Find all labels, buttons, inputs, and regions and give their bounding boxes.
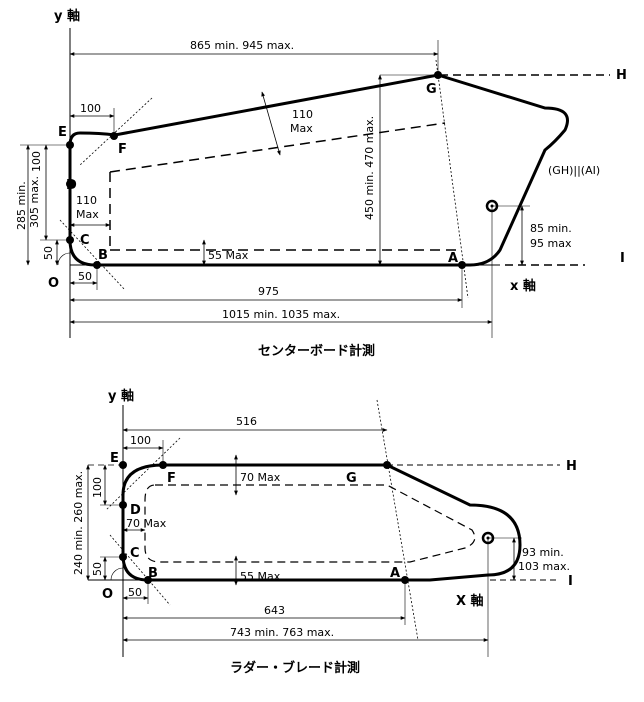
dim-103-label: 103 max. (518, 560, 570, 573)
x-axis-label: x 軸 (510, 278, 536, 294)
dim-overall-top-label: 865 min. 945 max. (190, 39, 294, 52)
point-f-label: F (167, 471, 176, 486)
dim-50-bottom-label: 50 (78, 270, 92, 283)
dim-95-label: 95 max (530, 237, 572, 250)
dim-100-left-label: 100 (91, 477, 104, 498)
rudder-diagram: y 軸 X 軸 O E F G D C B A H I 516 100 70 M… (72, 388, 577, 676)
f-guide (105, 437, 181, 511)
rudder-outline (121, 463, 522, 582)
dim-55-label: 55 Max (240, 570, 281, 583)
dim-70-inner-label: 70 Max (126, 517, 167, 530)
inner-limit (144, 484, 476, 563)
dim-743-label: 743 min. 763 max. (230, 626, 334, 639)
dim-516-label: 516 (236, 415, 257, 428)
point-g-label: G (426, 82, 437, 97)
dim-240-label: 240 min. 260 max. (72, 471, 85, 575)
dim-55-label: 55 Max (208, 249, 249, 262)
dim-50-left-label: 50 (91, 562, 104, 576)
dim-100-top-label: 100 (80, 102, 101, 115)
ga-guide (376, 399, 419, 641)
dim-1015-label: 1015 min. 1035 max. (222, 308, 340, 321)
dim-305-label: 305 max. (28, 176, 41, 228)
point-i-label: I (568, 574, 573, 589)
point-b-label: B (148, 566, 158, 581)
dim-50-left-label: 50 (42, 246, 55, 260)
origin-label: O (48, 276, 59, 291)
point-e-label: E (110, 451, 119, 466)
point-d-label: D (130, 503, 141, 518)
point-f-label: F (118, 142, 127, 157)
y-axis-label: y 軸 (54, 8, 80, 24)
point-c-label: C (80, 233, 90, 248)
point-d-label: D (66, 178, 77, 193)
dim-110-diag (261, 91, 281, 156)
point-a-label: A (448, 251, 458, 266)
dim-100-top-label: 100 (130, 434, 151, 447)
b-guide (109, 534, 171, 606)
y-axis-label: y 軸 (108, 388, 134, 404)
point-h-label: H (616, 68, 627, 83)
point-e-label: E (58, 125, 67, 140)
dim-85-label: 85 min. (530, 222, 572, 235)
dim-110-inner-label-2: Max (76, 208, 99, 221)
point-g-label: G (346, 471, 357, 486)
point-a-label: A (390, 566, 400, 581)
centerboard-outline (68, 73, 569, 267)
dim-110-diag-label-1: 110 (292, 108, 313, 121)
dim-100-left-label: 100 (30, 151, 43, 172)
dim-70-top-label: 70 Max (240, 471, 281, 484)
ga-guide (435, 59, 469, 299)
point-h-label: H (566, 459, 577, 474)
point-d (66, 180, 74, 188)
point-c-label: C (130, 546, 140, 561)
dim-975-label: 975 (258, 285, 279, 298)
point-i-label: I (620, 251, 625, 266)
origin-label: O (102, 587, 113, 602)
rudder-caption: ラダー・ブレード計測 (230, 660, 360, 676)
dim-93-label: 93 min. (522, 546, 564, 559)
dim-643-label: 643 (264, 604, 285, 617)
dim-450-label: 450 min. 470 max. (363, 116, 376, 220)
point-g (383, 461, 391, 469)
dim-110-inner-label-1: 110 (76, 194, 97, 207)
point-b-label: B (98, 248, 108, 263)
point-e (119, 461, 127, 469)
centerboard-diagram: y 軸 x 軸 O E F D C B A G H I 865 min. 945… (15, 8, 627, 359)
parallel-note: (GH)||(AI) (548, 164, 600, 177)
dim-110-diag-label-2: Max (290, 122, 313, 135)
f-guide (79, 97, 153, 166)
dim-50-bottom-label: 50 (128, 586, 142, 599)
x-axis-label: X 軸 (456, 593, 484, 609)
dim-285-label: 285 min. (15, 181, 28, 230)
centerboard-caption: センターボード計測 (258, 343, 375, 359)
